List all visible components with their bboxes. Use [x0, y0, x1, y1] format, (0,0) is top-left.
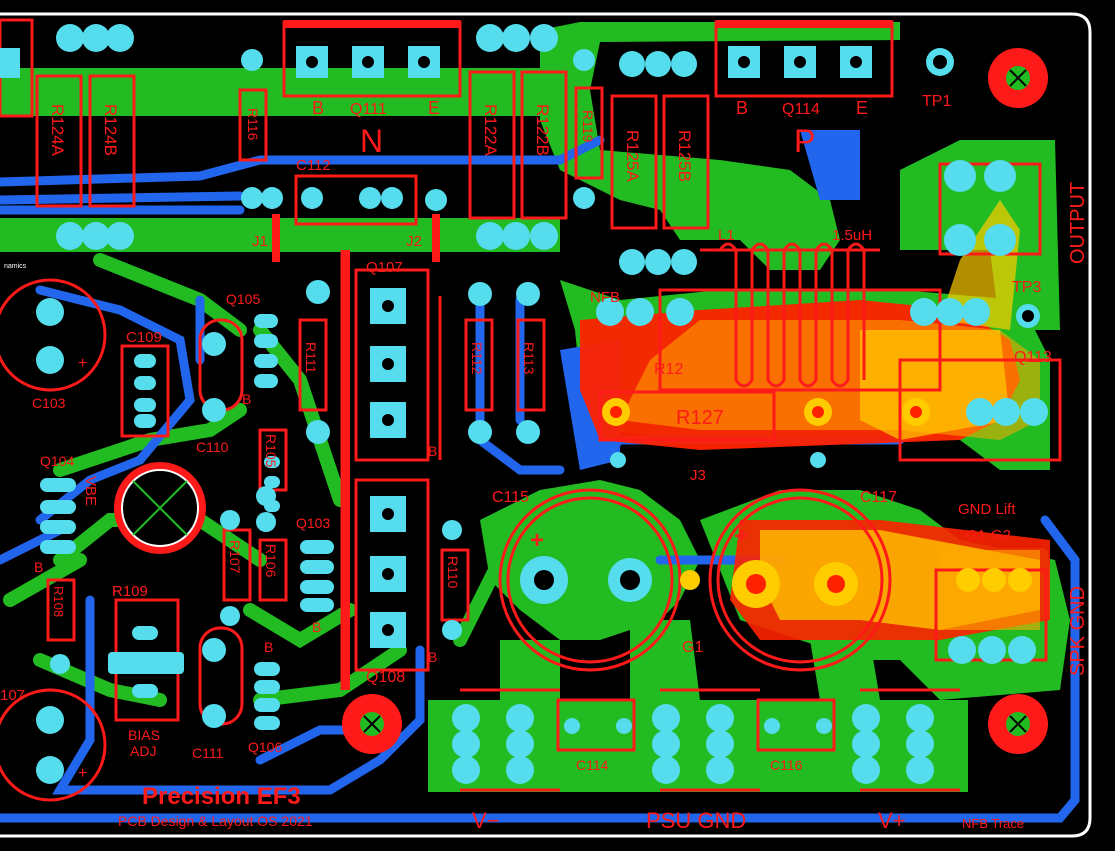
pads: [0, 24, 1048, 784]
label-nfb-trace: NFB Trace: [962, 816, 1024, 831]
label-r122a: R122A: [481, 104, 500, 157]
label-q111: Q111: [350, 101, 387, 118]
label-tp1: TP1: [922, 93, 951, 110]
label-r107: R107: [227, 540, 243, 574]
logo-text: namics: [4, 263, 27, 270]
label-c110: C110: [196, 439, 229, 455]
label-r124b: R124B: [101, 104, 120, 156]
label-c116: C116: [770, 757, 803, 773]
label-r111: R111: [303, 342, 319, 374]
label-q106: Q106: [248, 739, 282, 755]
label-q105: Q105: [226, 291, 260, 307]
label-bias-1: BIAS: [128, 727, 160, 743]
plus-c103: +: [78, 355, 87, 372]
label-r116: R116: [245, 108, 261, 141]
label-q108: Q108: [366, 669, 405, 686]
label-q111-e: E: [428, 98, 440, 118]
plus-c115: +: [530, 527, 544, 554]
pin-b-q108: B: [428, 649, 437, 665]
board-title: Precision EF3: [142, 783, 301, 810]
label-c111: C111: [192, 745, 224, 761]
label-j1: J1: [252, 233, 268, 250]
label-psu-gnd: PSU GND: [646, 808, 746, 833]
label-q114: Q114: [782, 101, 820, 118]
label-q107-top: Q107: [366, 259, 403, 276]
header-bars: [272, 20, 892, 690]
plus-c117: +: [734, 523, 748, 550]
label-q111-b: B: [312, 98, 324, 118]
power-connector-pads: [452, 704, 934, 784]
pin-b-q103: B: [312, 619, 321, 635]
label-vbe: VBE: [82, 476, 99, 506]
label-r12x: R12: [654, 361, 683, 378]
mounting-holes: [114, 48, 1048, 754]
label-j2: J2: [406, 233, 422, 250]
board-outline: [0, 12, 1092, 838]
label-q114-e: E: [856, 98, 868, 118]
label-spk-gnd: SPK GND: [1067, 586, 1089, 676]
label-r110: R110: [445, 556, 461, 589]
label-c103: C103: [32, 395, 66, 411]
label-q114-b: B: [736, 98, 748, 118]
label-r112: R112: [469, 342, 485, 375]
label-q111-type: N: [360, 123, 383, 159]
label-r109: R109: [112, 583, 148, 600]
transistor-pads: [40, 314, 334, 730]
label-v-minus: V−: [472, 808, 500, 833]
inductor-coil: [700, 242, 880, 388]
label-nfb: NFB: [590, 289, 620, 306]
label-c117: C117: [860, 489, 897, 506]
label-q113: Q113: [1014, 349, 1052, 366]
label-q114-type: P: [794, 123, 815, 159]
label-r125b: R125B: [675, 130, 694, 182]
label-r119: R119: [580, 110, 596, 143]
label-r106: R106: [263, 544, 279, 578]
plus-c107: +: [78, 765, 87, 782]
label-q107-left: 107: [0, 687, 25, 704]
label-output: OUTPUT: [1067, 182, 1089, 264]
label-q103: Q103: [296, 515, 330, 531]
label-j3: J3: [690, 467, 706, 484]
label-tp3: TP3: [1012, 279, 1041, 296]
label-q104: Q104: [40, 453, 74, 469]
label-c114: C114: [576, 757, 609, 773]
silkscreen-text: B Q111 E N B Q114 E P TP1 TP3 L1 1.5uH C…: [0, 93, 1052, 833]
label-r108: R108: [51, 586, 66, 617]
label-r125a: R125A: [623, 130, 642, 183]
label-r127: R127: [676, 407, 724, 429]
label-r105: R105: [263, 434, 279, 468]
label-g1-g2: G1-G2: [966, 527, 1011, 544]
label-c115: C115: [492, 489, 529, 506]
pin-b-q104: B: [34, 559, 43, 575]
pin-b-q106: B: [264, 639, 273, 655]
label-l1: L1: [718, 227, 735, 244]
label-c112: C112: [296, 157, 331, 174]
board-credit: PCB Design & Layout OS 2021: [118, 813, 313, 829]
label-r113: R113: [521, 342, 537, 375]
label-c109: C109: [126, 329, 162, 346]
pin-b-q105: B: [242, 391, 251, 407]
hot-pads: [602, 398, 1032, 608]
label-l1-value: 1.5uH: [832, 227, 872, 244]
rotated-labels: R124A R124B R116 R122A R122B R119 R125A …: [48, 104, 1089, 676]
pad-drills: [306, 55, 1034, 636]
label-r124a: R124A: [48, 104, 67, 157]
label-r122b: R122B: [533, 104, 552, 156]
label-bias-2: ADJ: [130, 743, 156, 759]
label-v-plus: V+: [878, 808, 906, 833]
label-g1: G1: [682, 639, 703, 656]
label-gnd-lift: GND Lift: [958, 501, 1016, 518]
pin-b-q107: B: [428, 443, 437, 459]
